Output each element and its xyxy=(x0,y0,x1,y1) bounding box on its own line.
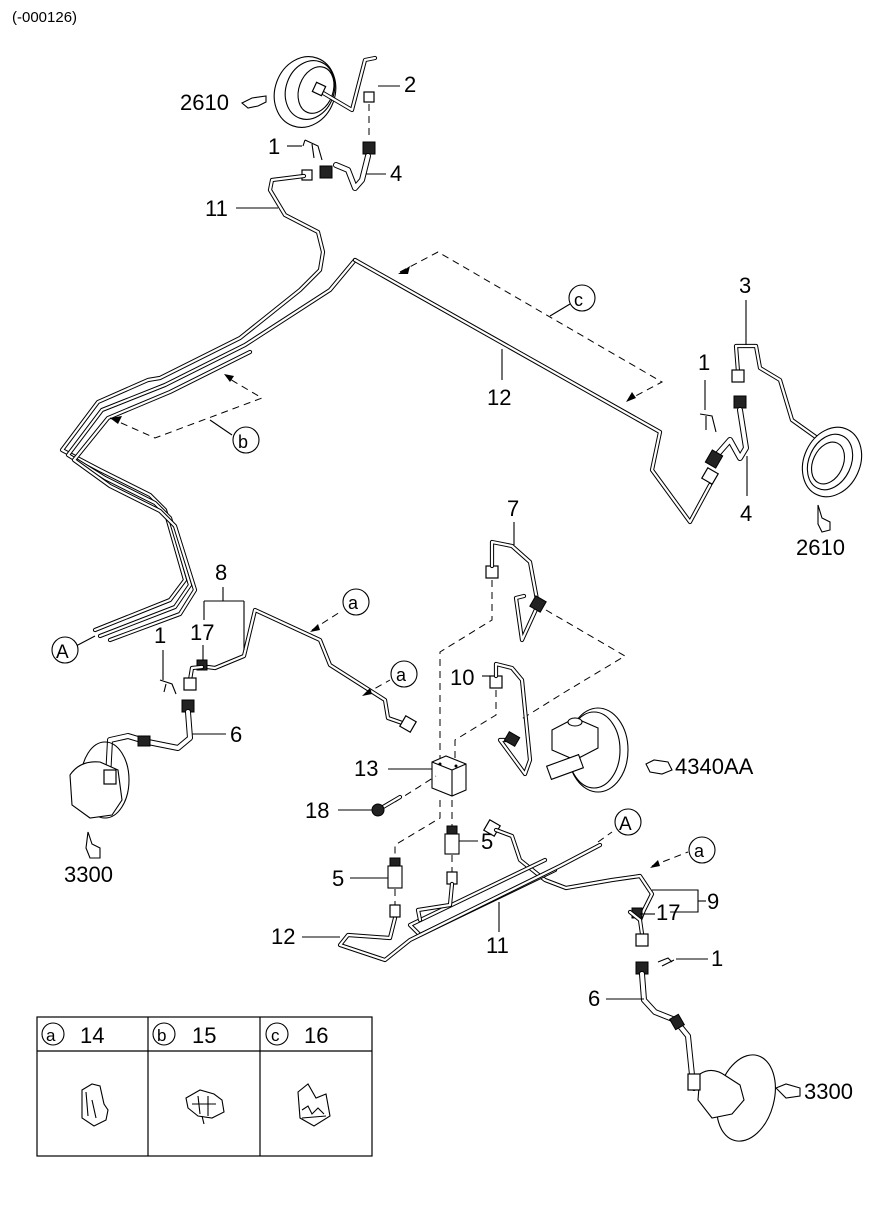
brake-hose-4-right[interactable] xyxy=(704,395,749,469)
legend-marker-a: a xyxy=(46,1026,56,1045)
clip-1-top[interactable] xyxy=(302,139,323,161)
callout-2: 2 xyxy=(404,72,416,97)
junction-block-13[interactable] xyxy=(431,755,467,797)
legend-column-b: b 15 xyxy=(152,1022,225,1125)
clip-1-low[interactable] xyxy=(657,957,675,967)
reference-2610-top-label: 2610 xyxy=(180,90,229,115)
callout-4-top: 4 xyxy=(390,161,402,186)
callout-11-low: 11 xyxy=(486,933,509,958)
callout-17-right: 17 xyxy=(656,900,680,925)
marker-a-1-label: a xyxy=(348,593,359,613)
marker-a-3 xyxy=(688,836,716,864)
pointer-hand-icon xyxy=(775,1083,801,1099)
rear-drum-brake-left[interactable] xyxy=(264,48,345,136)
reference-3300-right[interactable]: 3300 xyxy=(775,1079,853,1104)
callout-13: 13 xyxy=(354,756,378,781)
legend-column-a: a 14 xyxy=(41,1022,109,1127)
marker-A-right-label: A xyxy=(619,814,632,835)
callout-1-right: 1 xyxy=(698,350,710,375)
valve-5-left[interactable] xyxy=(387,800,441,918)
front-caliper-right[interactable] xyxy=(687,1048,784,1147)
reference-2610-right[interactable]: 2610 xyxy=(796,504,845,560)
reference-2610-right-label: 2610 xyxy=(796,535,845,560)
callout-10: 10 xyxy=(450,665,474,690)
marker-c xyxy=(568,284,596,312)
brake-pipe-8[interactable] xyxy=(183,607,418,734)
brake-pipe-2[interactable] xyxy=(311,55,378,113)
reference-4340AA-label: 4340AA xyxy=(675,754,754,779)
callout-8: 8 xyxy=(215,560,227,585)
callout-1-left: 1 xyxy=(154,623,166,648)
brake-pipe-3[interactable] xyxy=(731,343,823,443)
marker-A-left xyxy=(51,636,79,664)
callout-5-left: 5 xyxy=(332,866,344,891)
legend-part-16: 16 xyxy=(304,1023,328,1048)
marker-c-label: c xyxy=(574,290,583,310)
brake-pipe-9[interactable] xyxy=(627,907,649,947)
clip-c-icon xyxy=(297,1083,331,1127)
pointer-hand-icon xyxy=(85,831,101,859)
master-cylinder-booster[interactable] xyxy=(545,707,629,793)
callout-9: 9 xyxy=(707,889,719,914)
bolt-18[interactable] xyxy=(371,775,437,817)
marker-b xyxy=(232,426,260,454)
callout-18: 18 xyxy=(305,798,329,823)
pointer-hand-icon xyxy=(817,504,831,533)
callout-1-top: 1 xyxy=(268,134,280,159)
marker-A-right xyxy=(614,808,642,836)
marker-a-2-label: a xyxy=(396,665,407,685)
callout-6-right: 6 xyxy=(588,986,600,1011)
callout-1-low: 1 xyxy=(711,946,723,971)
marker-a-1 xyxy=(342,588,370,616)
callout-12-low: 12 xyxy=(271,924,295,949)
marker-a-3-label: a xyxy=(694,841,705,861)
marker-b-label: b xyxy=(238,432,248,452)
callout-6-left: 6 xyxy=(230,722,242,747)
marker-A-left-label: A xyxy=(56,642,69,663)
brake-hose-6-right[interactable] xyxy=(635,961,697,1091)
clip-1-left[interactable] xyxy=(159,679,177,695)
callout-5-mid: 5 xyxy=(481,829,493,854)
brake-hose-4-top[interactable] xyxy=(319,141,376,191)
callout-17-left: 17 xyxy=(190,620,214,645)
brake-pipe-11-lower[interactable] xyxy=(337,818,655,963)
rear-drum-brake-right[interactable] xyxy=(791,418,872,507)
clip-a-icon xyxy=(81,1083,109,1127)
front-caliper-left[interactable] xyxy=(69,741,130,819)
serial-range-label: (-000126) xyxy=(12,9,77,26)
brake-pipe-10[interactable] xyxy=(489,661,533,777)
brake-pipe-7[interactable] xyxy=(485,539,547,643)
legend-part-14: 14 xyxy=(80,1023,104,1048)
pointer-hand-icon xyxy=(645,759,673,775)
reference-3300-right-label: 3300 xyxy=(804,1079,853,1104)
marker-a-2 xyxy=(390,660,418,688)
reference-4340AA[interactable]: 4340AA xyxy=(645,754,754,779)
reference-3300-left-label: 3300 xyxy=(64,862,113,887)
reference-2610-top[interactable]: 2610 xyxy=(180,90,267,115)
callout-12-mid: 12 xyxy=(487,385,511,410)
brake-pipe-11-upper[interactable] xyxy=(59,169,358,643)
legend-column-c: c 16 xyxy=(265,1022,331,1127)
clip-b-icon xyxy=(185,1089,225,1125)
valve-5-mid[interactable] xyxy=(415,800,460,923)
legend-marker-c: c xyxy=(271,1026,280,1045)
reference-3300-left[interactable]: 3300 xyxy=(64,831,113,887)
pointer-hand-icon xyxy=(241,95,267,109)
brake-hose-6-left[interactable] xyxy=(105,699,195,781)
callout-11-top: 11 xyxy=(205,196,228,221)
clip-legend-table: a 14 b 15 c 16 xyxy=(36,1016,373,1157)
callout-7: 7 xyxy=(507,496,519,521)
callout-4-right: 4 xyxy=(740,501,752,526)
clip-1-right[interactable] xyxy=(699,413,717,433)
legend-marker-b: b xyxy=(157,1026,166,1045)
callout-3: 3 xyxy=(739,273,751,298)
brake-pipe-12-rear[interactable] xyxy=(352,257,720,525)
legend-part-15: 15 xyxy=(192,1023,216,1048)
